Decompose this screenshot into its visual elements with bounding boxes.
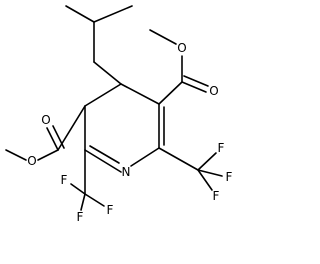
bond-cf3-right-f-mid bbox=[197, 169, 223, 177]
atom-label-ester-left-carbonyl-oxygen: O bbox=[41, 113, 50, 127]
atom-labels: N O O O O F F F F F F bbox=[27, 41, 232, 224]
atom-label-cf3-bottom-fluorine-down: F bbox=[77, 210, 84, 224]
bond-carbonyl-o-top-double bbox=[183, 75, 209, 87]
bond-cf3-bottom-f-down bbox=[80, 193, 86, 211]
bond-cf3-right-f-top bbox=[197, 152, 217, 171]
atom-label-ester-left-ether-oxygen: O bbox=[27, 154, 36, 168]
bond-ring-c6-n bbox=[130, 147, 160, 167]
atom-label-ester-top-ether-oxygen: O bbox=[177, 41, 186, 55]
bond-ring-n-c2 bbox=[84, 149, 122, 173]
bond-isobutyl-methyl-left bbox=[65, 5, 95, 23]
atom-label-cf3-right-fluorine-bottom: F bbox=[213, 189, 220, 203]
bond-ether-methyl-top bbox=[149, 29, 177, 45]
atom-label-ring-nitrogen: N bbox=[122, 165, 131, 179]
atom-label-cf3-right-fluorine-mid: F bbox=[226, 170, 233, 184]
bond-ring-c3-c4 bbox=[84, 83, 122, 107]
bonds bbox=[5, 5, 223, 211]
bond-c3-carbonyl-left bbox=[57, 105, 86, 151]
bond-cf3-bottom-f-left bbox=[70, 183, 86, 195]
bond-cf3-right-f-bottom bbox=[197, 169, 213, 191]
atom-label-cf3-bottom-fluorine-left: F bbox=[61, 173, 68, 187]
bond-c5-carbonyl-top bbox=[158, 81, 183, 105]
bond-ring-c4-c5 bbox=[120, 83, 160, 105]
bond-carbonyl-o-top bbox=[181, 81, 207, 93]
bond-ether-methyl-left bbox=[5, 149, 27, 161]
bond-isobutyl-methyl-right bbox=[93, 5, 133, 23]
bond-isobutyl-ch2-ring bbox=[93, 61, 122, 85]
bond-carbonyl-o-left bbox=[46, 127, 59, 151]
bond-carbonyl-ether-left bbox=[37, 149, 59, 161]
bond-c6-cf3-right bbox=[158, 147, 199, 171]
bond-carbonyl-o-left-double bbox=[52, 125, 65, 149]
bond-ring-n-c2-double bbox=[89, 145, 120, 164]
chemical-structure: N O O O O F F F F F F bbox=[5, 5, 233, 224]
atom-label-ester-top-carbonyl-oxygen: O bbox=[209, 84, 218, 98]
atom-label-cf3-bottom-fluorine-right: F bbox=[107, 203, 114, 217]
bond-cf3-bottom-f-right bbox=[84, 193, 105, 207]
atom-label-cf3-right-fluorine-top: F bbox=[218, 141, 225, 155]
